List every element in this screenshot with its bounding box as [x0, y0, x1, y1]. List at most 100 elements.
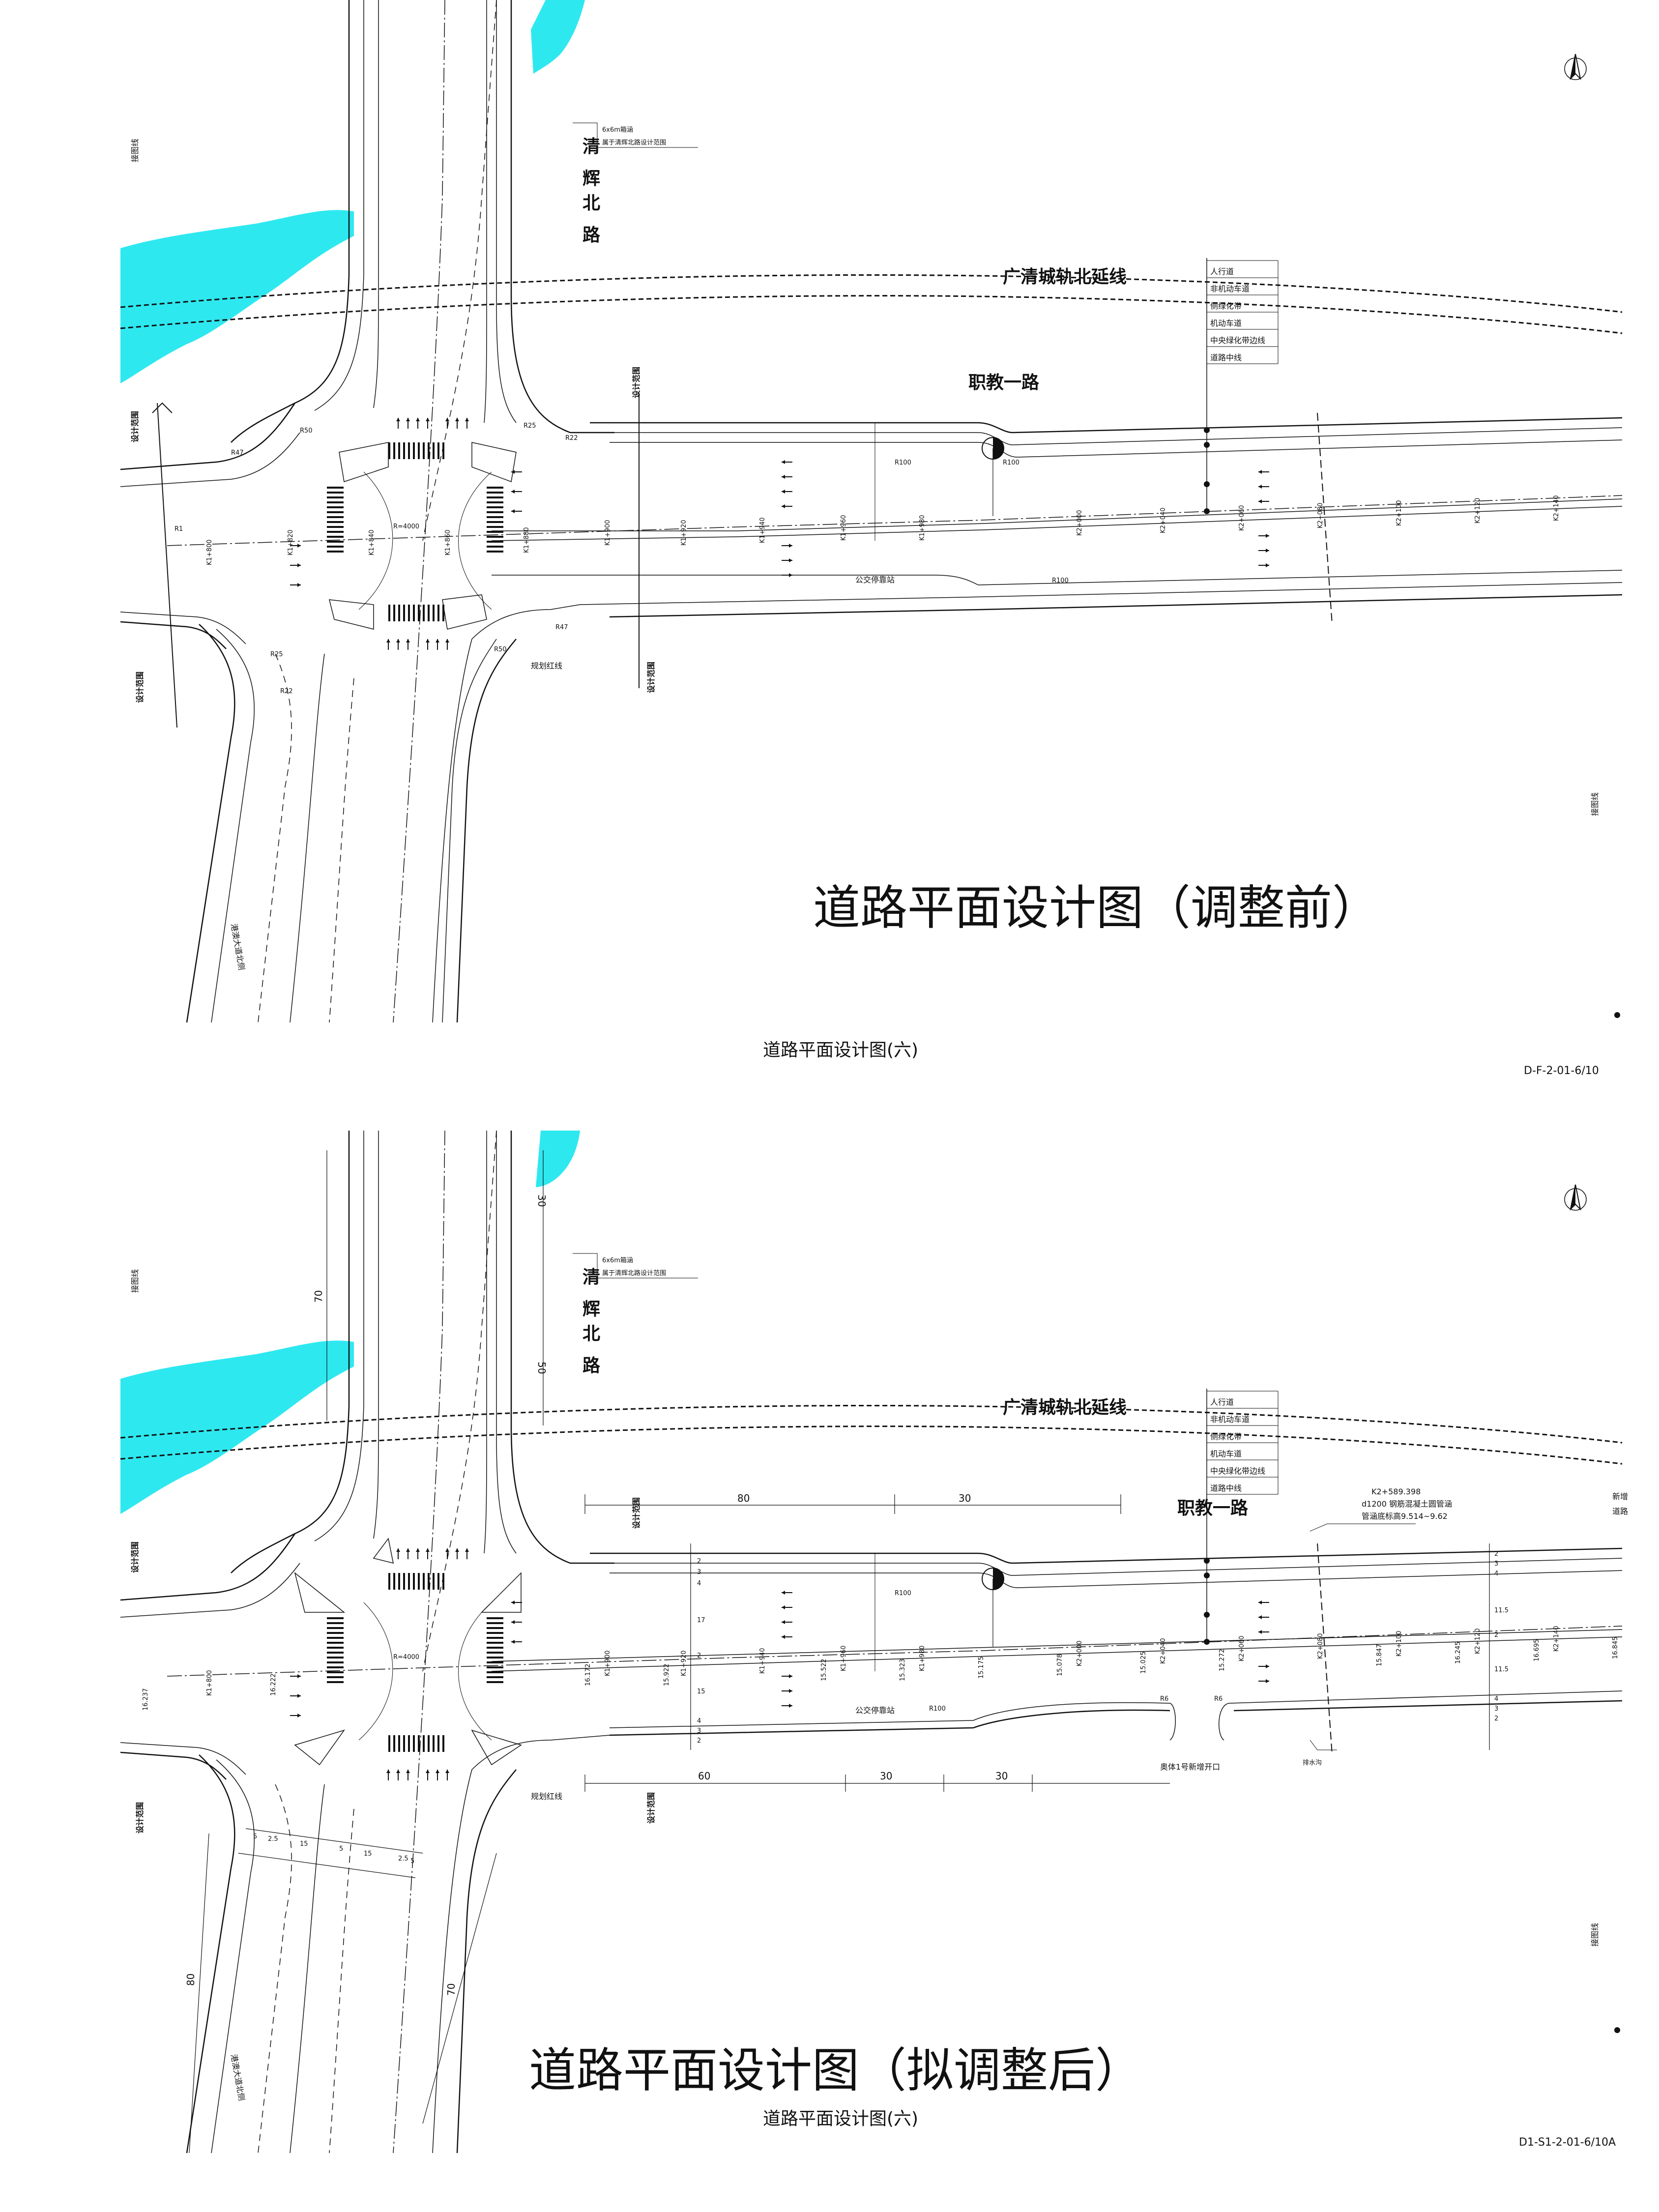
svg-text:15.847: 15.847	[1376, 1644, 1383, 1667]
cross-road-edge	[373, 0, 379, 408]
panel-title: 道路平面设计图（调整前）	[813, 880, 1379, 935]
traffic-island	[471, 442, 517, 483]
rail-corridor-line	[120, 295, 1623, 334]
traffic-island	[481, 1572, 522, 1613]
traffic-island	[373, 1538, 394, 1564]
crosswalk	[388, 1573, 444, 1590]
main-road-edge	[610, 439, 1623, 458]
svg-text:K1+940: K1+940	[759, 517, 766, 543]
svg-text:K2+000: K2+000	[1076, 1640, 1083, 1666]
legend-table: 人行道 非机动车道 侧绿化带 机动车道 中央绿化带边线 道路中线	[1207, 1391, 1279, 1495]
cross-road-edge	[231, 0, 350, 443]
main-road-name: 职教一路	[1177, 1498, 1249, 1518]
culvert-note: 6x6m箱涵	[602, 126, 633, 134]
culvert-note: 属于清辉北路设计范围	[602, 1269, 666, 1277]
svg-text:3: 3	[697, 1569, 701, 1576]
cross-road-edge	[314, 0, 364, 411]
svg-text:K1+980: K1+980	[919, 515, 926, 541]
svg-text:5: 5	[410, 1858, 414, 1865]
crosswalk	[327, 1617, 344, 1683]
legend-item: 机动车道	[1210, 1449, 1242, 1458]
legend-item: 机动车道	[1210, 319, 1242, 328]
svg-text:15.922: 15.922	[663, 1664, 670, 1687]
svg-text:3: 3	[1494, 1705, 1498, 1713]
legend-item: 非机动车道	[1210, 1415, 1250, 1424]
svg-text:4: 4	[697, 1717, 701, 1725]
svg-text:5: 5	[339, 1845, 343, 1853]
section-dims-right: 2 3 4 11.5 2 11.5 4 3 2	[1494, 1550, 1509, 1722]
cross-road-name: 清 辉 北 路	[582, 137, 601, 245]
svg-text:16.237: 16.237	[142, 1688, 149, 1711]
svg-text:R100: R100	[1003, 459, 1019, 466]
match-line-label: 接图线	[130, 139, 140, 162]
svg-text:2: 2	[697, 1652, 701, 1659]
svg-text:K2+040: K2+040	[1160, 1638, 1167, 1664]
road-name-char: 路	[582, 1356, 601, 1376]
pipe-note: d1200 钢筋混凝土圆管涵	[1362, 1499, 1452, 1509]
road-name-char: 清	[582, 137, 600, 157]
design-boundary-line	[157, 403, 177, 728]
dimension-label: 30	[995, 1770, 1008, 1782]
legend-item: 侧绿化带	[1210, 1432, 1242, 1441]
svg-text:R6: R6	[1214, 1695, 1222, 1703]
svg-text:K2+080: K2+080	[1317, 502, 1324, 528]
cross-road-edge	[211, 1759, 255, 2154]
design-boundary-label: 设计范围	[130, 1542, 140, 1573]
water-body	[536, 1131, 580, 1187]
cross-road-edge	[373, 1131, 379, 1539]
rail-line-label: 广清城轨北延线	[1003, 1397, 1127, 1418]
legend-item: 人行道	[1210, 267, 1234, 276]
crosswalk	[487, 487, 503, 553]
dimension-label: 30	[959, 1492, 971, 1504]
traffic-island	[294, 1572, 346, 1613]
main-road-edge	[120, 621, 227, 649]
pipe-note: 管涵底标高9.514~9.62	[1362, 1512, 1448, 1521]
design-boundary-label: 设计范围	[130, 411, 140, 442]
svg-text:K1+800: K1+800	[206, 539, 213, 565]
svg-text:K2+120: K2+120	[1474, 1628, 1482, 1654]
main-road-edge	[1169, 1703, 1176, 1741]
svg-text:5: 5	[253, 1833, 257, 1840]
cross-road-centerline	[393, 1130, 445, 2154]
rail-corridor-line	[120, 274, 1623, 313]
match-line-label: 接图线	[1590, 792, 1600, 816]
water-body	[120, 210, 354, 383]
cross-road-edge	[510, 0, 614, 434]
dimension-lines	[189, 1150, 1490, 2154]
main-road-edge	[609, 594, 1623, 618]
bus-stop-label: 公交停靠站	[855, 1706, 895, 1715]
design-boundary-label: 设计范围	[632, 1497, 641, 1529]
svg-text:K1+940: K1+940	[759, 1648, 766, 1674]
lane-arrows	[290, 417, 1270, 650]
cross-road-edge	[442, 639, 497, 1023]
match-line-label: 接图线	[130, 1269, 140, 1293]
main-road-median	[492, 498, 1623, 531]
main-road-edge	[491, 1636, 1623, 1672]
svg-text:2: 2	[697, 1558, 701, 1565]
svg-text:16.245: 16.245	[1455, 1642, 1462, 1664]
design-boundary-label: 设计范围	[135, 671, 145, 703]
station-labels: K1+800 K1+900 K1+920 K1+940 K1+960 K1+98…	[206, 495, 1560, 565]
panel-after: 80 30 60 30 30 70 30 50 70 80 2 3 4 17 2…	[120, 1130, 1628, 2154]
svg-text:15.025: 15.025	[1140, 1652, 1147, 1674]
main-road-edge	[580, 582, 1623, 605]
main-road-edge	[491, 1629, 1623, 1662]
main-road-edge	[1219, 1690, 1623, 1741]
cross-road-edge	[186, 1754, 235, 2154]
svg-text:K1+920: K1+920	[680, 1650, 688, 1676]
main-road-edge	[120, 432, 300, 487]
svg-text:15: 15	[364, 1850, 372, 1858]
main-road-edge	[120, 1742, 246, 1775]
svg-text:R50: R50	[300, 427, 313, 435]
cross-road-dashed	[422, 1130, 497, 1672]
road-note: 港澳大道北侧	[229, 923, 246, 971]
cross-road-edge	[211, 629, 255, 1023]
crosswalk	[388, 442, 444, 459]
svg-text:K2+100: K2+100	[1396, 500, 1403, 526]
cross-road-edge	[456, 639, 517, 1023]
main-road-edge	[590, 1547, 1623, 1564]
main-road-edge	[1233, 1700, 1623, 1712]
road-name-char: 北	[582, 1324, 600, 1344]
svg-text:R47: R47	[555, 624, 568, 631]
curve-arc	[358, 1602, 393, 1741]
